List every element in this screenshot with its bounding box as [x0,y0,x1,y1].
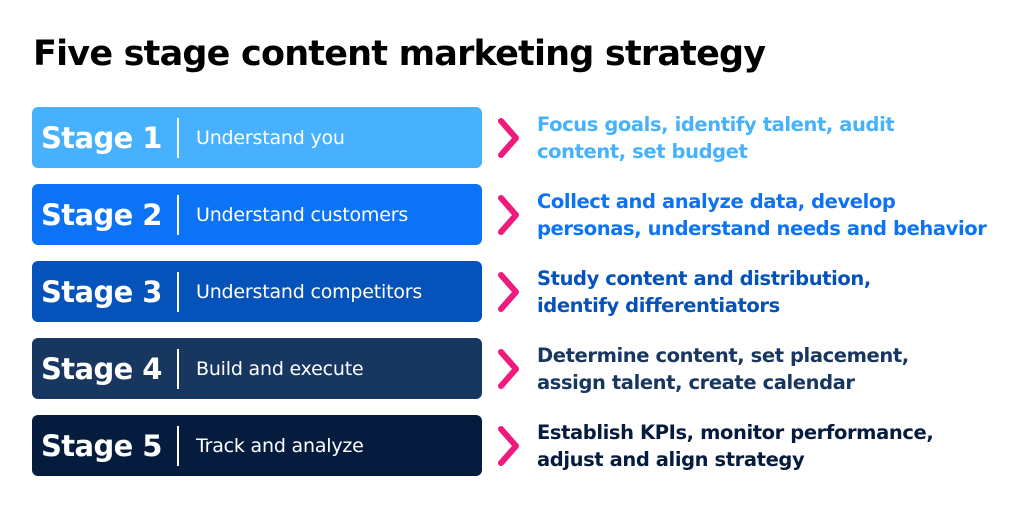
stage-bar: Stage 1 Understand you [32,107,482,168]
divider [177,194,179,235]
stage-bar: Stage 2 Understand customers [32,184,482,245]
stage-number: Stage 5 [41,428,162,463]
description-line: Establish KPIs, monitor performance, [537,421,934,444]
stage-name: Understand customers [196,203,409,226]
stage-description: Study content and distribution, identify… [537,265,871,319]
description-line: assign talent, create calendar [537,371,855,394]
chevron-right-icon [496,424,522,468]
stage-bar: Stage 4 Build and execute [32,338,482,399]
chevron-right-icon [496,270,522,314]
chevron-right-icon [496,193,522,237]
stage-description: Collect and analyze data, develop person… [537,188,987,242]
stage-description: Focus goals, identify talent, audit cont… [537,111,895,165]
description-line: Study content and distribution, [537,267,871,290]
description-line: adjust and align strategy [537,448,805,471]
divider [177,425,179,466]
description-line: content, set budget [537,140,748,163]
stage-description: Establish KPIs, monitor performance, adj… [537,419,934,473]
stage-row-4: Stage 4 Build and execute Determine cont… [32,338,992,399]
stage-row-1: Stage 1 Understand you Focus goals, iden… [32,107,992,168]
chevron-right-icon [496,116,522,160]
stage-row-2: Stage 2 Understand customers Collect and… [32,184,992,245]
stage-number: Stage 2 [41,197,162,232]
chevron-right-icon [496,347,522,391]
stage-number: Stage 1 [41,120,162,155]
stage-bar: Stage 5 Track and analyze [32,415,482,476]
stage-bar: Stage 3 Understand competitors [32,261,482,322]
stage-description: Determine content, set placement, assign… [537,342,909,396]
stage-name: Build and execute [196,357,364,380]
stage-row-3: Stage 3 Understand competitors Study con… [32,261,992,322]
stage-row-5: Stage 5 Track and analyze Establish KPIs… [32,415,992,476]
page-title: Five stage content marketing strategy [33,34,766,74]
description-line: Focus goals, identify talent, audit [537,113,895,136]
stage-name: Understand you [196,126,345,149]
divider [177,348,179,389]
stage-number: Stage 3 [41,274,162,309]
divider [177,271,179,312]
description-line: personas, understand needs and behavior [537,217,987,240]
description-line: identify differentiators [537,294,780,317]
stage-name: Understand competitors [196,280,423,303]
stage-name: Track and analyze [196,434,364,457]
divider [177,117,179,158]
stage-number: Stage 4 [41,351,162,386]
description-line: Determine content, set placement, [537,344,909,367]
description-line: Collect and analyze data, develop [537,190,896,213]
